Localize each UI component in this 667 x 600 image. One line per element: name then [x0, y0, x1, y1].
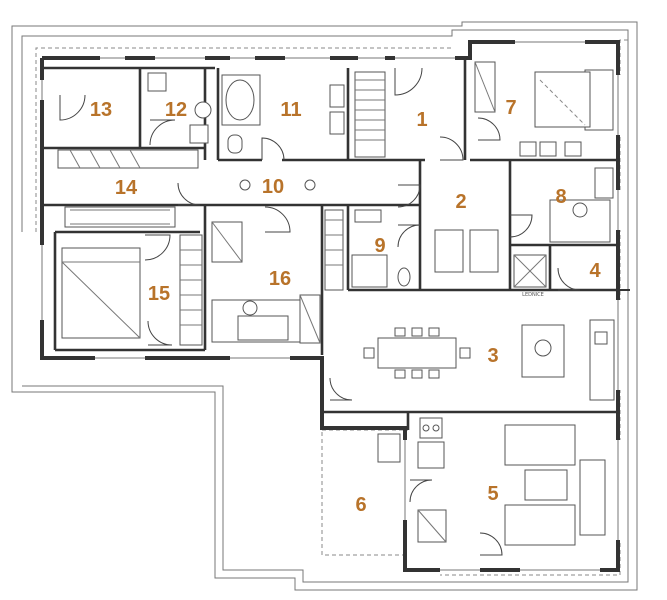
room-label-4: 4 [589, 260, 601, 282]
room-label-7: 7 [505, 97, 516, 119]
window-lines [41, 41, 619, 571]
room-label-16: 16 [269, 268, 291, 290]
furniture [57, 61, 615, 546]
room-label-5: 5 [487, 483, 498, 505]
room-label-1: 1 [416, 109, 427, 131]
room-label-14: 14 [115, 177, 138, 199]
room-label-8: 8 [555, 186, 566, 208]
room-label-6: 6 [355, 494, 366, 516]
room-label-9: 9 [374, 235, 385, 257]
room-label-10: 10 [262, 176, 284, 198]
interior-walls [42, 58, 618, 430]
fridge-label: LEDNICE [522, 292, 544, 298]
room-label-3: 3 [487, 345, 498, 367]
room-labels: 1 2 3 4 5 6 7 8 9 10 11 12 13 14 15 16 [90, 97, 602, 516]
room-label-12: 12 [165, 99, 187, 121]
room-label-11: 11 [280, 99, 301, 121]
room-label-15: 15 [148, 283, 170, 305]
room-label-13: 13 [90, 99, 112, 121]
door-swings [59, 67, 581, 556]
room-label-2: 2 [455, 191, 466, 213]
